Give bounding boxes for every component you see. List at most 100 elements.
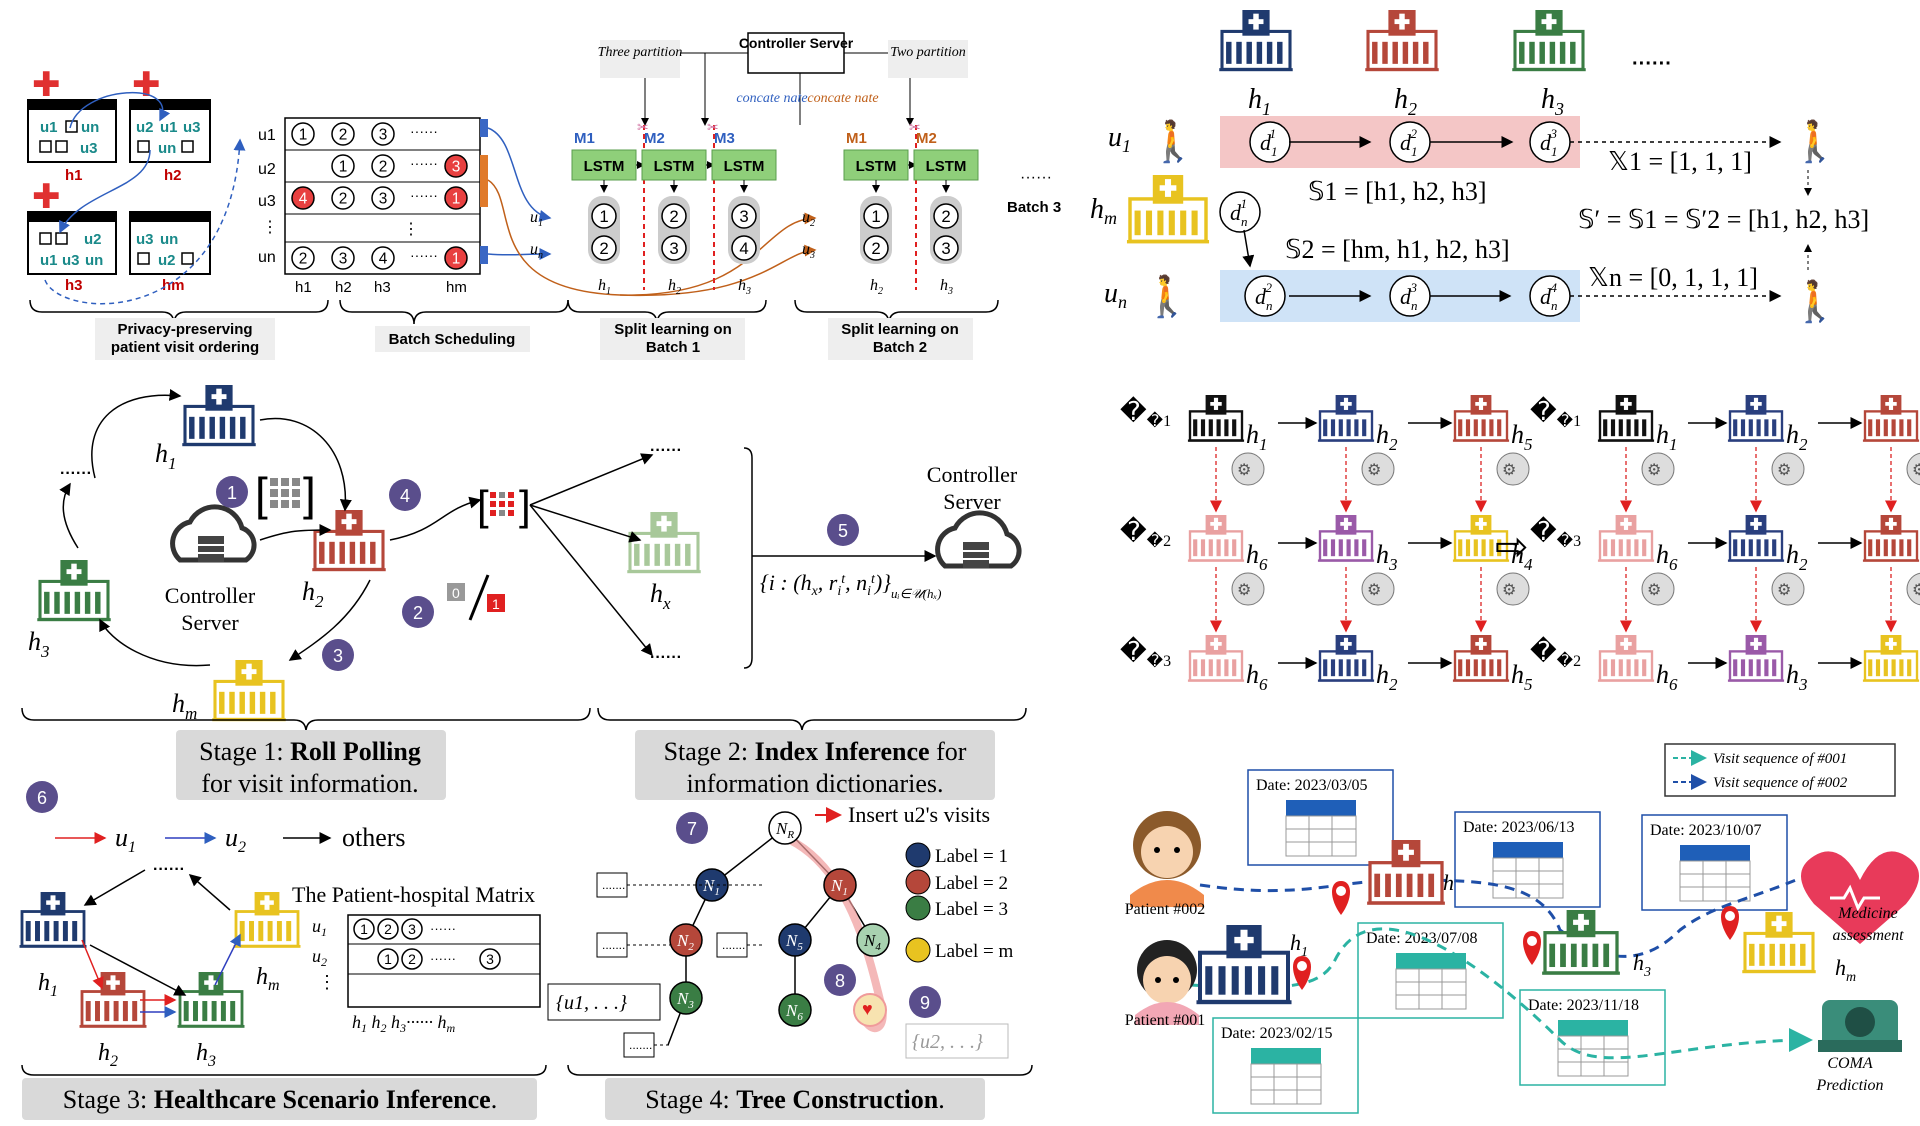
tree-node-N5: N5 (778, 923, 812, 957)
pg-h-label: h (1443, 870, 1454, 895)
step-num: 4 (400, 486, 410, 506)
section-label-batch2-b: Batch 2 (873, 339, 927, 356)
pd-label-h1: h1 (1656, 420, 1678, 454)
batch-cell-text: 3 (669, 239, 678, 258)
icu-bed-icon (1818, 1000, 1902, 1052)
location-pin-icon: ♥ (862, 999, 873, 1019)
batch-cell: 3 (933, 235, 959, 261)
step6: 6 (37, 788, 47, 808)
pb-s1: 𝕊1 = [h1, h2, h3] (1308, 177, 1486, 206)
brain-network-icon: ⚙ (1367, 582, 1381, 599)
hospital-icon-h3 (1512, 10, 1586, 72)
batch-h-label: h3 (940, 277, 953, 297)
pc-zero: 0 (452, 585, 460, 601)
brain-network-icon: ⚙ (1237, 582, 1251, 599)
patient-002-avatar (1130, 811, 1204, 907)
matrix-row-u1: u1 (312, 916, 327, 939)
cal-h3-u1: u1 (40, 252, 58, 269)
node-dn-2: dn2 (1244, 275, 1286, 317)
stage1-line2: for visit information. (201, 769, 418, 798)
two-partition-text: Two partition (890, 45, 966, 60)
pe-h3-label: h3 (196, 1040, 216, 1070)
batch-cell-text: 2 (941, 207, 950, 226)
step-num: 5 (838, 521, 848, 541)
legend-label-4: Label = m (935, 941, 1013, 962)
pe-dots: ······ (153, 861, 185, 878)
brain-network-icon: ⚙ (1647, 462, 1661, 479)
legend-visit-001: Visit sequence of #001 (1713, 751, 1847, 767)
pd-label-h3: h3 (1376, 540, 1398, 574)
svg-text:8: 8 (835, 971, 845, 991)
batch-cell-text: 3 (739, 207, 748, 226)
tree-node-N4: N4 (856, 923, 890, 957)
batch-h-label: h3 (738, 277, 751, 297)
date-card: Date: 2023/11/18 (1519, 989, 1666, 1086)
step-circle-1: 1 (216, 476, 248, 508)
calendar-hm: u3 un u2 hm (129, 211, 211, 294)
cal-hm-un: un (160, 231, 178, 248)
matrix-cell-text: 1 (360, 921, 368, 937)
placeholder-dots: ....... (629, 1038, 652, 1052)
batch3-label: Batch 3 (1007, 199, 1061, 216)
table-cell-1-2-text: 2 (379, 159, 388, 176)
svg-text:7: 7 (687, 819, 697, 839)
pb-hm: hm (1090, 194, 1117, 228)
pc-h2-label: h2 (302, 577, 324, 611)
table-cell-0-0: 1 (291, 122, 315, 146)
pg-h3-label: h3 (1633, 950, 1651, 980)
batch-cell: 3 (731, 203, 757, 229)
tree-node-N2: N2 (669, 923, 703, 957)
panel-d-batch-reorder: 𝔹1h1⚙h2⚙h5⚙𝔹2h6⚙h3⚙h4⚙𝔹3h6h2h5𝔹1h1⚙h2⚙h5… (1120, 395, 1920, 694)
hospital-icon-h2 (79, 972, 147, 1028)
pc-controller-2: Server (181, 610, 239, 635)
hospital-icon-h2 (1365, 10, 1439, 72)
table-cell-4-2-text: 4 (379, 251, 388, 268)
tree-node-N6: N6 (778, 993, 812, 1027)
batch-cell: 1 (863, 203, 889, 229)
set-u1: {u1, . . .} (556, 992, 627, 1014)
set-u2: {u2, . . .} (912, 1031, 983, 1053)
pb-h-label-1: h1 (1248, 84, 1271, 119)
hospital-icon-hm (212, 660, 286, 722)
hospital-icon-h4 (1452, 515, 1510, 562)
table-cell-4-last: 1 (444, 246, 468, 270)
hospital-icon-h1 (1597, 395, 1655, 442)
table-cell-0-2-text: 3 (379, 127, 388, 144)
hospital-icon-h2 (1727, 395, 1785, 442)
legend-u1: u1 (115, 823, 136, 856)
stage2-line1: Stage 2: Index Inference for (664, 737, 967, 766)
section-label-batch-scheduling: Batch Scheduling (389, 331, 516, 348)
batch-label: 𝔹3 (1530, 516, 1581, 550)
matrix-cell: 1 (353, 918, 375, 940)
coma-1: COMA (1827, 1055, 1873, 1072)
table-cell-0-2: 3 (371, 122, 395, 146)
pb-u1: u1 (1108, 122, 1131, 156)
col-label-h3: h3 (374, 279, 391, 296)
matrix-row-u2: u2 (312, 946, 327, 969)
batch-cell-text: 3 (941, 239, 950, 258)
table-cell-2-2: 3 (371, 186, 395, 210)
pc-dict: {i : (hx, rit, nit)}uᵢ∈𝒰(hₓ) (760, 570, 941, 601)
svg-text:d11: d11 (1260, 126, 1277, 159)
placeholder-dots: ....... (722, 938, 745, 952)
pc-h1-label: h1 (155, 439, 177, 473)
hospital-icon-h3 (37, 560, 111, 622)
pe-h2-label: h2 (98, 1040, 118, 1070)
matrix-cell: 2 (377, 918, 399, 940)
hospital-icon-hm (1742, 912, 1816, 974)
table-cell-2-last: 1 (444, 186, 468, 210)
svg-text:dn1: dn1 (1230, 196, 1248, 229)
batch-label: 𝔹2 (1120, 516, 1171, 550)
three-partition-label: Three partition (598, 40, 682, 78)
brain-network-icon: ⚙ (1777, 462, 1791, 479)
batch-user-label: u2 (802, 209, 815, 229)
scissors-icon: ✂ (909, 119, 921, 135)
table-cell-1-1: 1 (331, 154, 355, 178)
step-num: 2 (413, 603, 423, 623)
table-cell-2-last-text: 1 (452, 191, 461, 208)
batch-cell: 2 (933, 203, 959, 229)
hospital-icon-h3 (177, 972, 245, 1028)
location-pin-icon (1721, 906, 1739, 940)
